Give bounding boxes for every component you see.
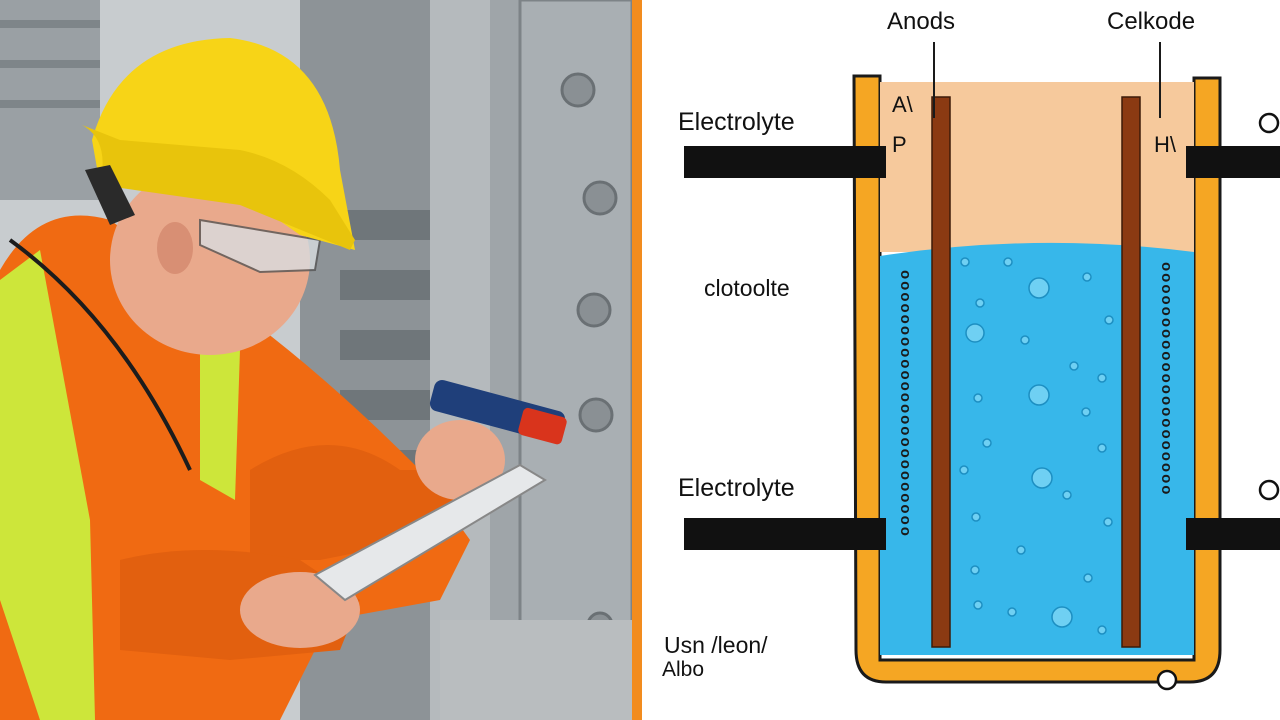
- middle-label: clotoolte: [704, 275, 790, 301]
- anode-mark-p: P: [892, 132, 907, 157]
- cathode-electrode: [1121, 96, 1141, 648]
- right-connector-top: [1186, 146, 1280, 178]
- cell-drawing: [684, 42, 1280, 691]
- gas-bubbles: [959, 257, 1114, 635]
- right-bubble-strip: ooooooooooooooooooooo: [1158, 262, 1175, 497]
- terminal-top: [1258, 112, 1280, 134]
- container-outline: [852, 74, 1222, 684]
- electrolytic-cell-diagram: Anods Celkode Electrolyte Electrolyte cl…: [642, 0, 1280, 720]
- electrolyte-label-bottom: Electrolyte: [678, 474, 795, 502]
- electrolyte-liquid: [880, 242, 1194, 655]
- worker-photo: [0, 0, 632, 720]
- left-connector-top: [684, 146, 886, 178]
- drain-valve: [1156, 669, 1178, 691]
- anode-electrode: [931, 96, 951, 648]
- right-connector-bottom: [1186, 518, 1280, 550]
- anode-mark-a: A\: [892, 92, 913, 117]
- left-connector-bottom: [684, 518, 886, 550]
- electrolyte-top-region: [880, 82, 1194, 252]
- terminal-bottom: [1258, 479, 1280, 501]
- cathode-label: Celkode: [1107, 8, 1196, 35]
- panel-divider: [632, 0, 642, 720]
- cathode-mark-h: H\: [1154, 132, 1176, 157]
- anode-label: Anods: [887, 8, 956, 35]
- electrolyte-label-top: Electrolyte: [678, 108, 795, 136]
- footer-line-1: Usn /leon/: [664, 632, 768, 658]
- worker-illustration: [0, 0, 632, 720]
- left-bubble-strip: oooooooooooooooooooooooo: [897, 270, 914, 538]
- footer-line-2: Albo: [662, 658, 705, 681]
